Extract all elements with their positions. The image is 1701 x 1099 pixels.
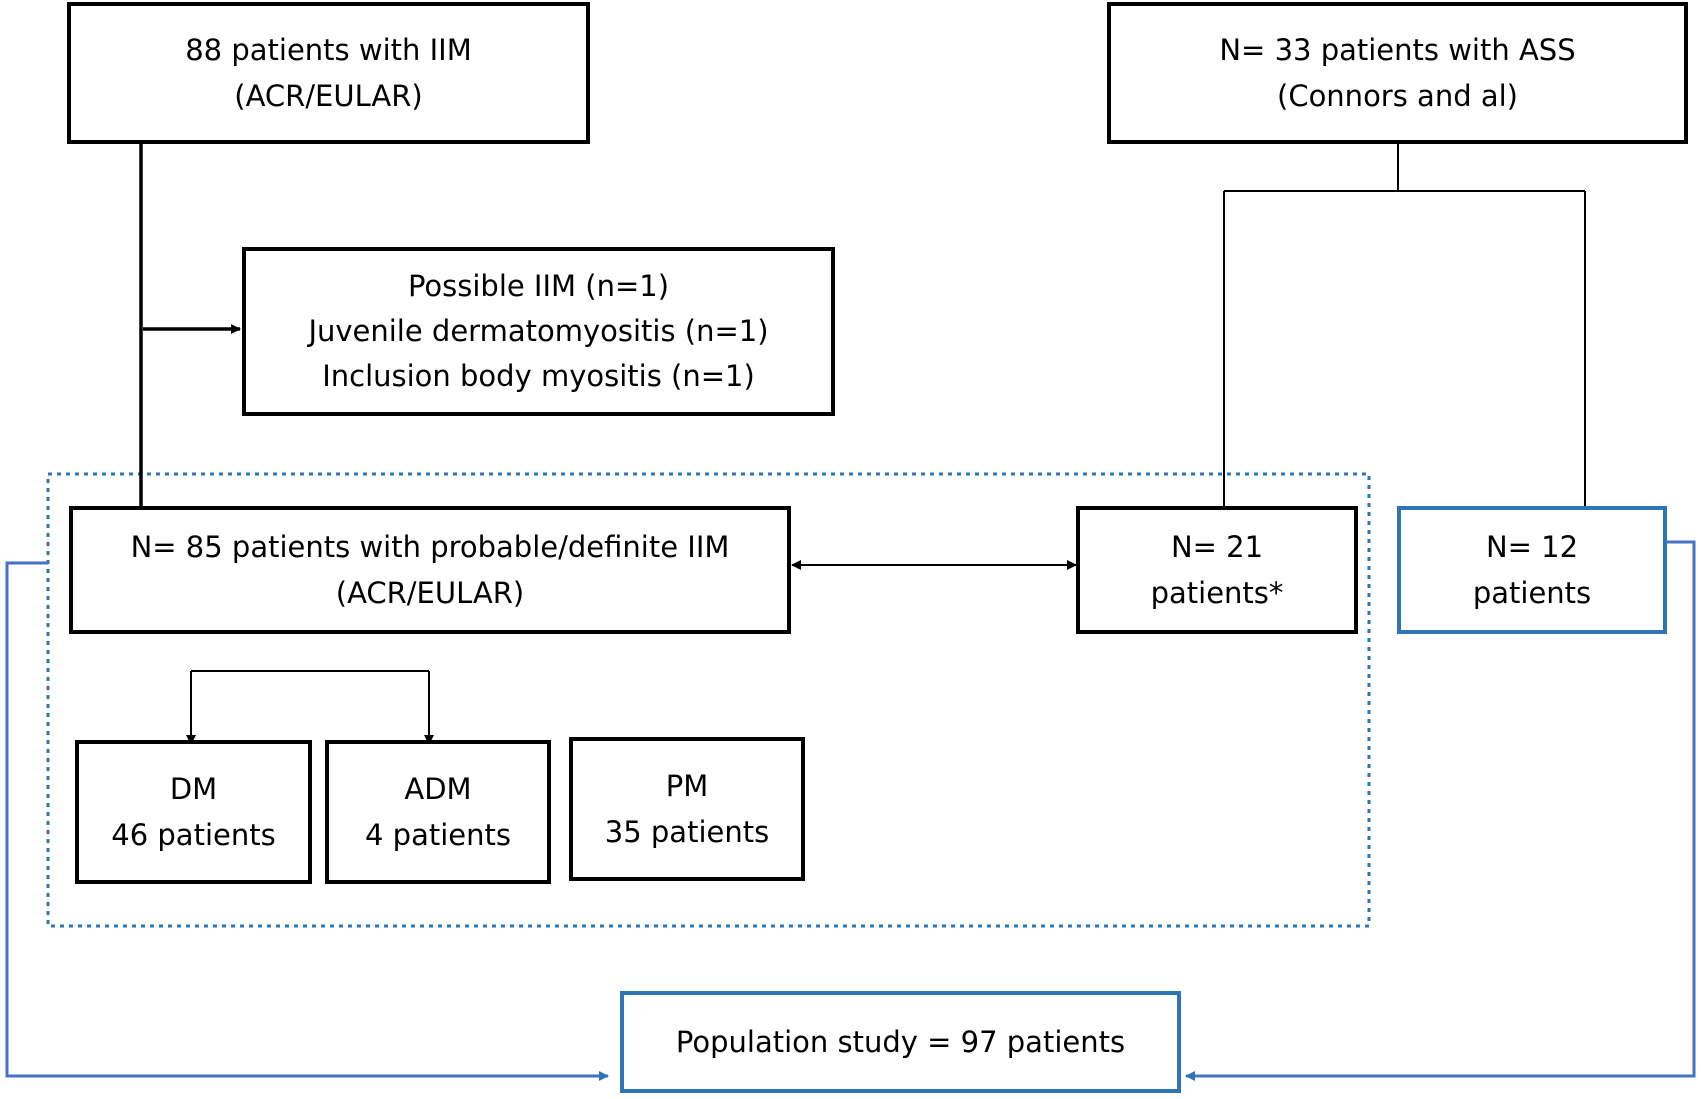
excluded-line-1: Possible IIM (n=1) [407,269,670,303]
dm-count: 46 patients [111,818,276,852]
probable-iim-line-2: (ACR/EULAR) [335,576,525,610]
iim-total-line-1: 88 patients with IIM [185,33,472,67]
iim-total-line-2: (ACR/EULAR) [234,79,423,113]
pm-box: PM 35 patients [569,737,805,881]
blue-path-left [5,561,609,1081]
iim-group-dotted-frame [46,472,1371,928]
ass-only-box: N= 12 patients [1397,506,1667,634]
population-study-box: Population study = 97 patients [620,991,1181,1093]
adm-label: ADM [404,772,472,806]
dm-label: DM [169,772,218,806]
ass-total-line-2: (Connors and al) [1277,79,1518,113]
ass-overlap-line-2: patients* [1150,576,1284,610]
excluded-line-3: Inclusion body myositis (n=1) [322,359,755,393]
ass-overlap-box: N= 21 patients* [1076,506,1358,634]
probable-iim-box: N= 85 patients with probable/definite II… [69,506,791,634]
iim-total-box: 88 patients with IIM (ACR/EULAR) [67,2,590,144]
ass-only-line-1: N= 12 [1485,530,1579,564]
blue-path-right [1185,540,1696,1081]
ass-only-line-2: patients [1472,576,1592,610]
adm-count: 4 patients [365,818,511,852]
excluded-line-2: Juvenile dermatomyositis (n=1) [308,314,769,348]
excluded-box: Possible IIM (n=1) Juvenile dermatomyosi… [242,247,835,416]
pm-label: PM [665,769,709,803]
probable-iim-line-1: N= 85 patients with probable/definite II… [130,530,730,564]
ass-overlap-line-1: N= 21 [1170,530,1264,564]
adm-box: ADM 4 patients [325,740,551,884]
ass-total-line-1: N= 33 patients with ASS [1219,33,1576,67]
ass-total-box: N= 33 patients with ASS (Connors and al) [1107,2,1688,144]
pm-count: 35 patients [604,815,770,849]
population-study-label: Population study = 97 patients [675,1025,1126,1059]
dm-box: DM 46 patients [75,740,312,884]
